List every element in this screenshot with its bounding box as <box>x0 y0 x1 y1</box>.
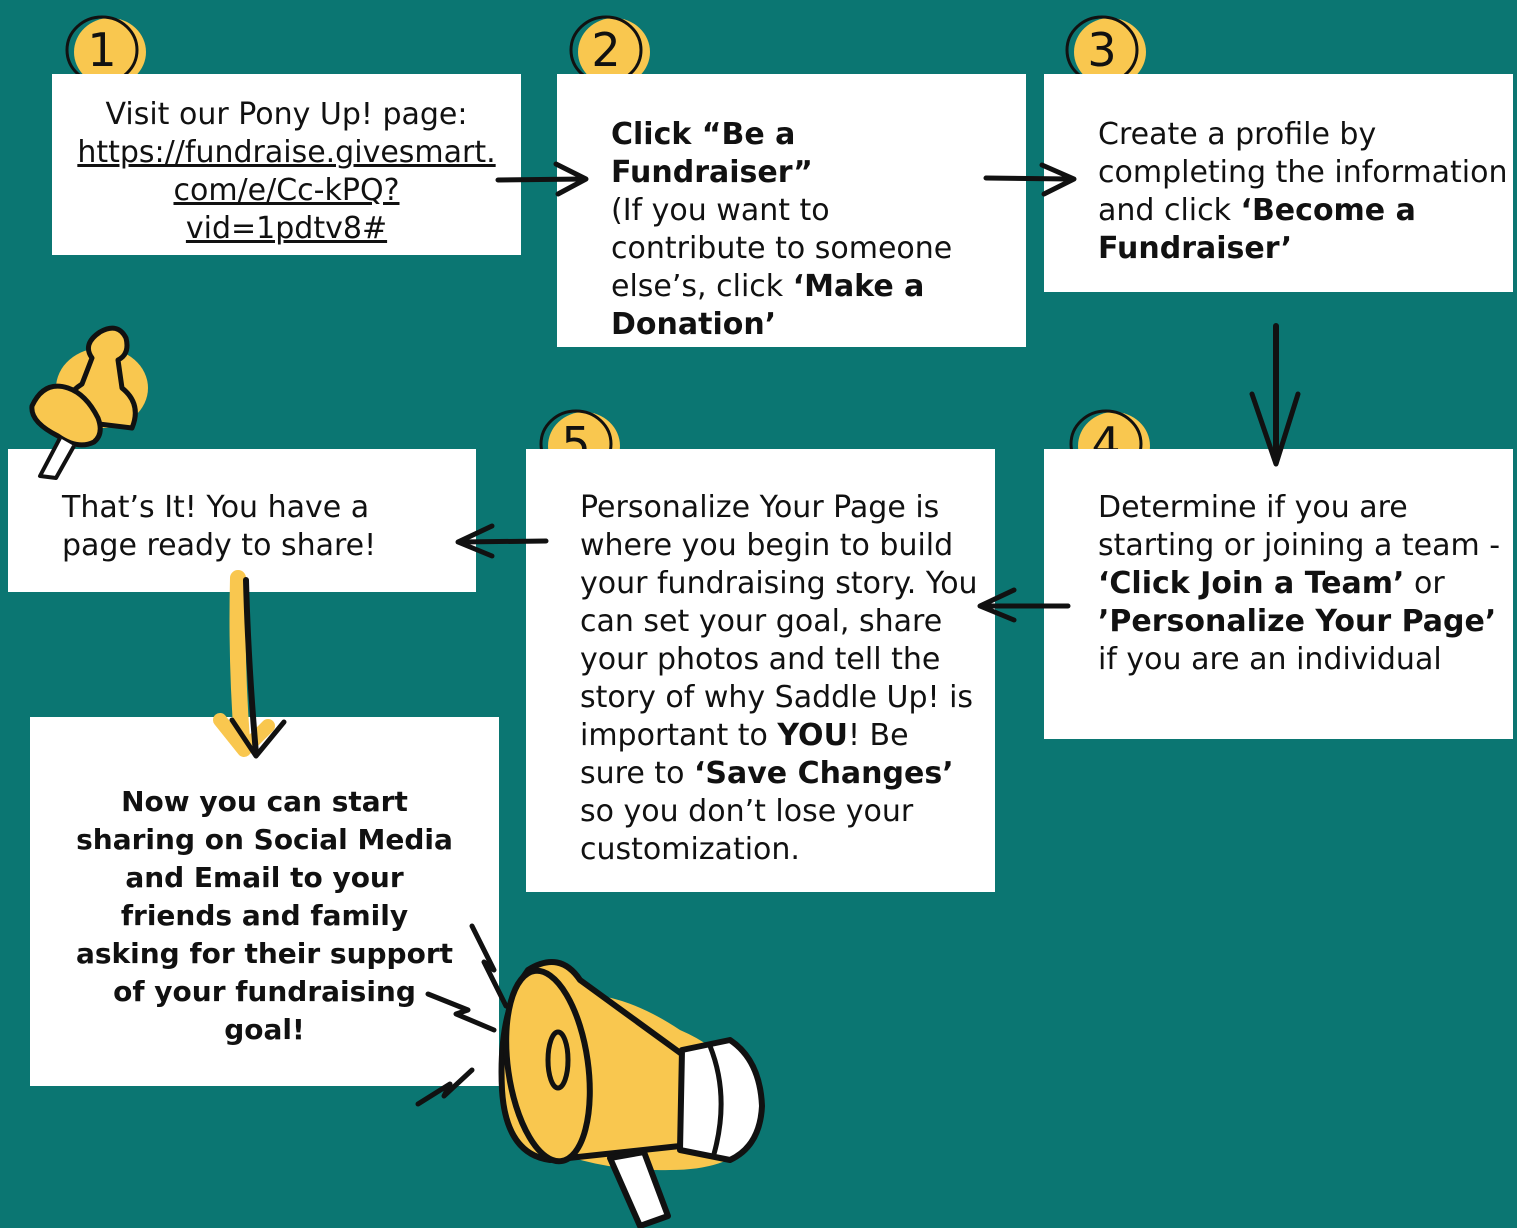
step-1-text: Visit our Pony Up! page: <box>105 97 468 132</box>
step-2-text: (If you want to contribute to someone el… <box>611 193 953 304</box>
share-card: Now you can start sharing on Social Medi… <box>30 717 499 1086</box>
step-3-text: Create a profile by completing the infor… <box>1098 117 1508 228</box>
step-4-card: Determine if you are starting or joining… <box>1044 449 1513 739</box>
step-5-text: Personalize Your Page is where you begin… <box>580 490 978 753</box>
step-5-text-end: so you don’t lose your customization. <box>580 794 914 867</box>
done-card: That’s It! You have a page ready to shar… <box>8 449 476 592</box>
step-2-highlight: ‘Make a Donation’ <box>611 269 925 342</box>
arrow-right-icon <box>495 161 589 197</box>
step-4-text: Determine if you are starting or joining… <box>1098 490 1501 563</box>
arrow-down-icon <box>213 570 287 759</box>
step-2-badge: 2 <box>569 15 650 86</box>
step-1-number: 1 <box>87 23 116 77</box>
share-text-line: Now you can start <box>121 785 408 818</box>
arrow-left-icon <box>977 587 1071 623</box>
share-text-line: of your fundraising <box>113 975 416 1008</box>
step-4-text-or: or <box>1404 566 1445 601</box>
step-5-text-mid: ! Be sure to <box>580 718 909 791</box>
step-2-title: Click “Be a Fundraiser” <box>611 117 813 190</box>
step-4-text-end: if you are an individual <box>1098 642 1442 677</box>
pony-up-link-line[interactable]: https://fundraise.givesmart. <box>77 135 496 170</box>
step-4-join-team: ‘Click Join a Team’ <box>1098 566 1405 601</box>
step-3-highlight: ‘Become a Fundraiser’ <box>1098 193 1416 266</box>
pony-up-link-line[interactable]: com/e/Cc-kPQ? <box>173 173 400 208</box>
arrow-down-icon <box>1249 323 1301 467</box>
done-text-line: That’s It! You have a <box>62 490 370 525</box>
step-3-number: 3 <box>1087 23 1116 77</box>
pony-up-link[interactable]: https://fundraise.givesmart. com/e/Cc-kP… <box>52 134 521 248</box>
share-text-line: asking for their support <box>75 937 454 970</box>
step-5-save-changes: ‘Save Changes’ <box>693 756 954 791</box>
pushpin-icon <box>29 325 148 480</box>
step-5-you: YOU <box>777 718 848 753</box>
step-2-number: 2 <box>591 23 620 77</box>
done-text-line: page ready to share! <box>62 528 377 563</box>
share-text-line: friends and family <box>120 899 409 932</box>
step-1-badge: 1 <box>65 15 146 86</box>
step-2-card: Click “Be a Fundraiser” (If you want to … <box>557 74 1026 347</box>
arrow-left-icon <box>455 523 549 559</box>
step-1-card: Visit our Pony Up! page: https://fundrai… <box>52 74 521 255</box>
megaphone-icon <box>415 923 765 1228</box>
step-3-badge: 3 <box>1065 15 1146 86</box>
arrow-right-icon <box>983 162 1077 197</box>
step-5-card: Personalize Your Page is where you begin… <box>526 449 995 892</box>
pony-up-link-line[interactable]: vid=1pdtv8# <box>185 211 388 246</box>
step-4-personalize: ’Personalize Your Page’ <box>1098 604 1497 639</box>
share-text-line: and Email to your <box>125 861 404 894</box>
step-3-card: Create a profile by completing the infor… <box>1044 74 1513 292</box>
share-text-line: sharing on Social Media <box>76 823 453 856</box>
share-text-line: goal! <box>224 1013 305 1046</box>
